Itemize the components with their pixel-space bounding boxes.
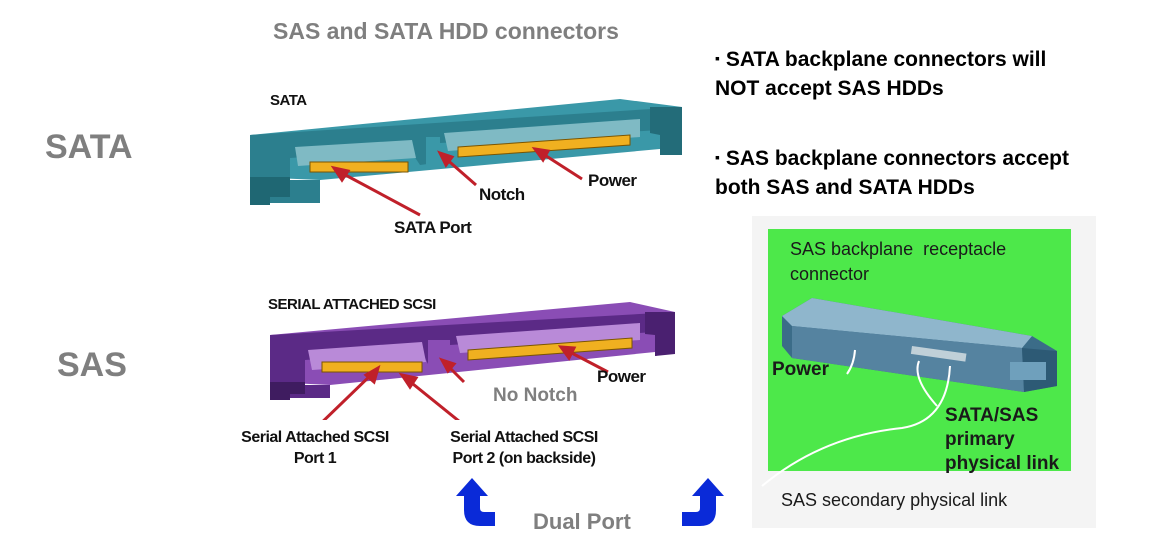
label-line: Port 1: [293, 450, 337, 467]
label-line: connector: [790, 264, 870, 284]
receptacle-power-label: Power: [772, 359, 830, 380]
callout-power: [846, 349, 856, 375]
arrowhead: [363, 364, 381, 385]
label-line: Port 2 (on backside): [452, 450, 596, 467]
page-title: SAS and SATA HDD connectors: [273, 18, 619, 44]
arrow-to-sata-port: [337, 169, 421, 217]
bullet-line: both SAS and SATA HDDs: [715, 176, 975, 199]
arrow-to-power: [539, 150, 583, 181]
sata-latch: [650, 107, 682, 155]
sata-left-hook: [250, 177, 290, 205]
callout-primary: [916, 360, 938, 407]
bullet-line: SATA backplane connectors will: [725, 48, 1047, 71]
sata-data-contacts: [309, 161, 409, 173]
receptacle-title: SAS backplane receptacle connector: [790, 237, 1006, 287]
bullet-line: NOT accept SAS HDDs: [715, 77, 944, 100]
sas-no-notch-label: No Notch: [493, 385, 578, 406]
sata-data-slot: [295, 140, 416, 166]
arrowhead: [531, 146, 551, 163]
sas-connector-diagram: [270, 302, 675, 420]
sata-power-contacts: [457, 134, 631, 158]
dual-port-label: Dual Port: [533, 509, 631, 534]
receptacle-secondary-label: SAS secondary physical link: [781, 490, 1008, 510]
bullet-line: SAS backplane connectors accept: [725, 147, 1069, 170]
sata-arrows: [330, 146, 583, 217]
sata-notch-post: [426, 137, 440, 165]
sas-power-slot: [456, 323, 640, 353]
arrowhead: [438, 357, 457, 374]
label-line: Serial Attached SCSI: [450, 429, 598, 446]
sata-row-label: SATA: [45, 128, 133, 166]
sas-power-label: Power: [597, 367, 646, 386]
sas-port2-label: Serial Attached SCSI Port 2 (on backside…: [444, 427, 604, 469]
receptacle-connector-body: [782, 298, 1057, 392]
arrow-to-port1: [322, 370, 376, 420]
label-line: primary: [945, 429, 1015, 450]
bullet-sas-backplane: ▪ SAS backplane connectors accept both S…: [715, 143, 1069, 202]
dual-port-arrows: [456, 478, 724, 526]
arrowhead: [398, 372, 419, 390]
sas-power-contacts: [467, 337, 633, 361]
bullet-marker: ▪: [715, 50, 720, 66]
sas-arrows: [322, 345, 609, 420]
blue-arrow-right: [682, 478, 724, 526]
sata-power-slot: [444, 119, 640, 151]
callout-secondary: [761, 365, 951, 487]
sata-connector-diagram: [250, 99, 682, 217]
label-line: SAS backplane receptacle: [790, 239, 1007, 259]
sata-diagram-heading: SATA: [270, 92, 307, 109]
arrowhead: [330, 165, 351, 183]
arrowhead: [437, 150, 455, 168]
blue-arrow-left: [456, 478, 495, 526]
sas-row-label: SAS: [57, 346, 127, 384]
receptacle-primary-label: SATA/SAS primary physical link: [945, 404, 1059, 476]
arrowhead: [557, 345, 577, 361]
sas-left-hook: [270, 382, 305, 400]
arrow-to-port2: [407, 378, 460, 420]
sas-latch: [645, 312, 675, 356]
label-line: Serial Attached SCSI: [241, 429, 389, 446]
label-line: physical link: [945, 453, 1060, 474]
arrow-to-power: [565, 348, 609, 374]
bullet-marker: ▪: [715, 149, 720, 165]
sas-diagram-heading: SERIAL ATTACHED SCSI: [268, 296, 436, 313]
sata-port-label: SATA Port: [394, 218, 472, 237]
sas-port1-label: Serial Attached SCSI Port 1: [240, 427, 390, 469]
sata-power-label: Power: [588, 171, 637, 190]
receptacle-callout-lines: [761, 349, 951, 487]
label-line: SATA/SAS: [945, 405, 1039, 426]
sata-notch-label: Notch: [479, 185, 525, 204]
bullet-sata-backplane: ▪ SATA backplane connectors will NOT acc…: [715, 44, 1046, 103]
receptacle-connector-illustration: [761, 298, 1057, 487]
